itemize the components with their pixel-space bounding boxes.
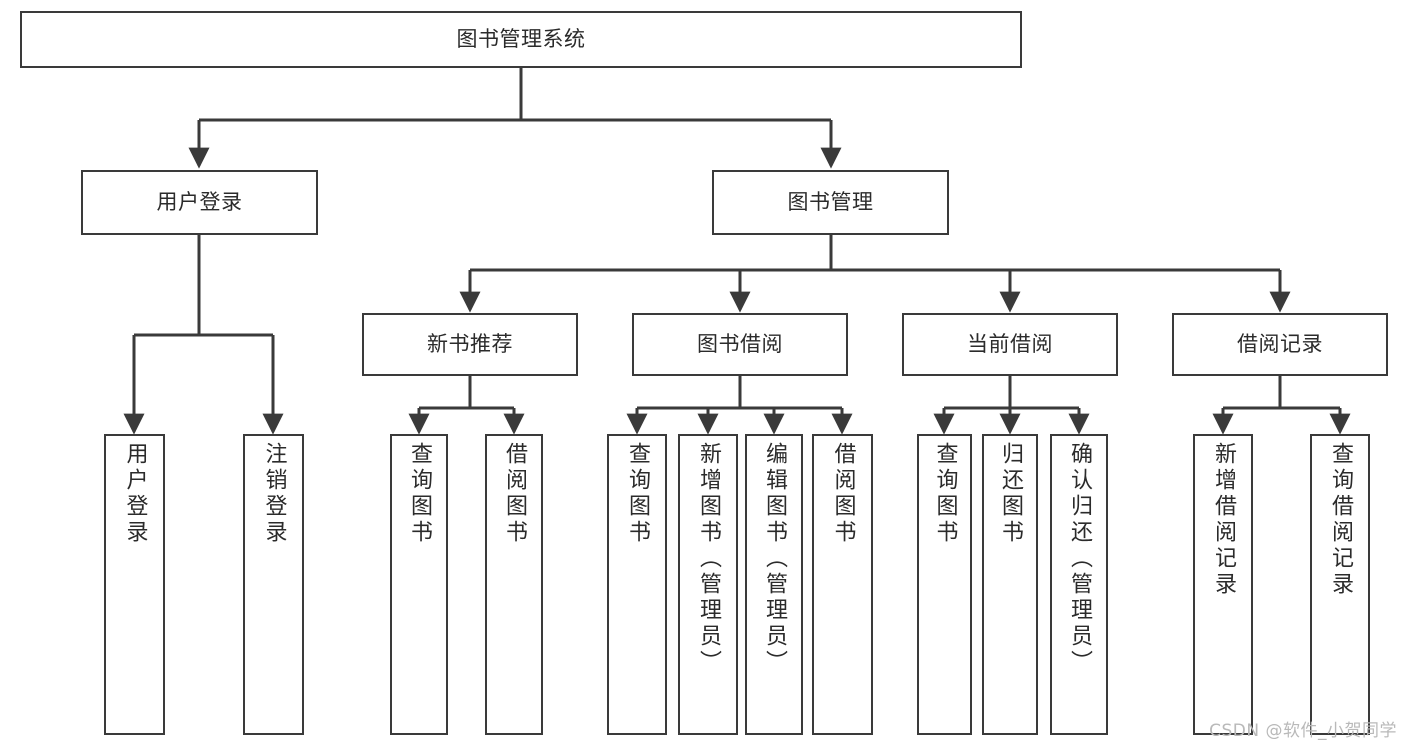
node-leaf-label: 查询图书 [407, 442, 432, 546]
node-leaf-label: 注销登录 [261, 442, 287, 546]
node-leaf-borrow-borrow-book[interactable]: 借阅图书 [812, 434, 873, 735]
node-root-label: 图书管理系统 [456, 27, 586, 52]
node-book-borrow[interactable]: 图书借阅 [632, 313, 848, 376]
node-leaf-label: 借阅图书 [830, 442, 856, 546]
node-book-management[interactable]: 图书管理 [712, 170, 949, 235]
node-leaf-user-login-logout[interactable]: 注销登录 [243, 434, 304, 735]
node-leaf-label: 查询图书 [625, 442, 650, 546]
node-current-borrow[interactable]: 当前借阅 [902, 313, 1118, 376]
node-leaf-user-login-login[interactable]: 用户登录 [104, 434, 165, 735]
node-user-login-label: 用户登录 [156, 190, 243, 215]
node-current-borrow-label: 当前借阅 [967, 332, 1053, 357]
node-leaf-label: 查询借阅记录 [1328, 442, 1353, 598]
node-leaf-records-add[interactable]: 新增借阅记录 [1193, 434, 1253, 735]
node-leaf-records-query[interactable]: 查询借阅记录 [1310, 434, 1370, 735]
node-leaf-borrow-add-book[interactable]: 新增图书（管理员） [678, 434, 738, 735]
node-book-management-label: 图书管理 [787, 190, 874, 215]
node-user-login[interactable]: 用户登录 [81, 170, 318, 235]
node-leaf-current-return[interactable]: 归还图书 [982, 434, 1038, 735]
node-new-book-recommend[interactable]: 新书推荐 [362, 313, 578, 376]
node-leaf-current-query[interactable]: 查询图书 [917, 434, 972, 735]
node-leaf-new-book-query[interactable]: 查询图书 [390, 434, 448, 735]
node-leaf-borrow-query[interactable]: 查询图书 [607, 434, 667, 735]
node-leaf-label: 查询图书 [932, 442, 958, 546]
node-leaf-new-book-borrow[interactable]: 借阅图书 [485, 434, 543, 735]
node-leaf-label: 新增借阅记录 [1211, 442, 1236, 598]
node-leaf-current-confirm-return[interactable]: 确认归还（管理员） [1050, 434, 1108, 735]
node-leaf-label: 借阅图书 [502, 442, 527, 546]
node-borrow-records[interactable]: 借阅记录 [1172, 313, 1388, 376]
node-leaf-label: 用户登录 [122, 442, 148, 546]
node-leaf-borrow-edit-book[interactable]: 编辑图书（管理员） [745, 434, 803, 735]
node-leaf-label: 确认归还（管理员） [1067, 442, 1092, 676]
node-leaf-label: 新增图书（管理员） [696, 442, 721, 676]
node-borrow-records-label: 借阅记录 [1237, 332, 1323, 357]
node-leaf-label: 归还图书 [998, 442, 1023, 546]
node-leaf-label: 编辑图书（管理员） [762, 442, 787, 676]
node-new-book-recommend-label: 新书推荐 [427, 332, 513, 357]
node-root[interactable]: 图书管理系统 [20, 11, 1022, 68]
node-book-borrow-label: 图书借阅 [697, 332, 783, 357]
